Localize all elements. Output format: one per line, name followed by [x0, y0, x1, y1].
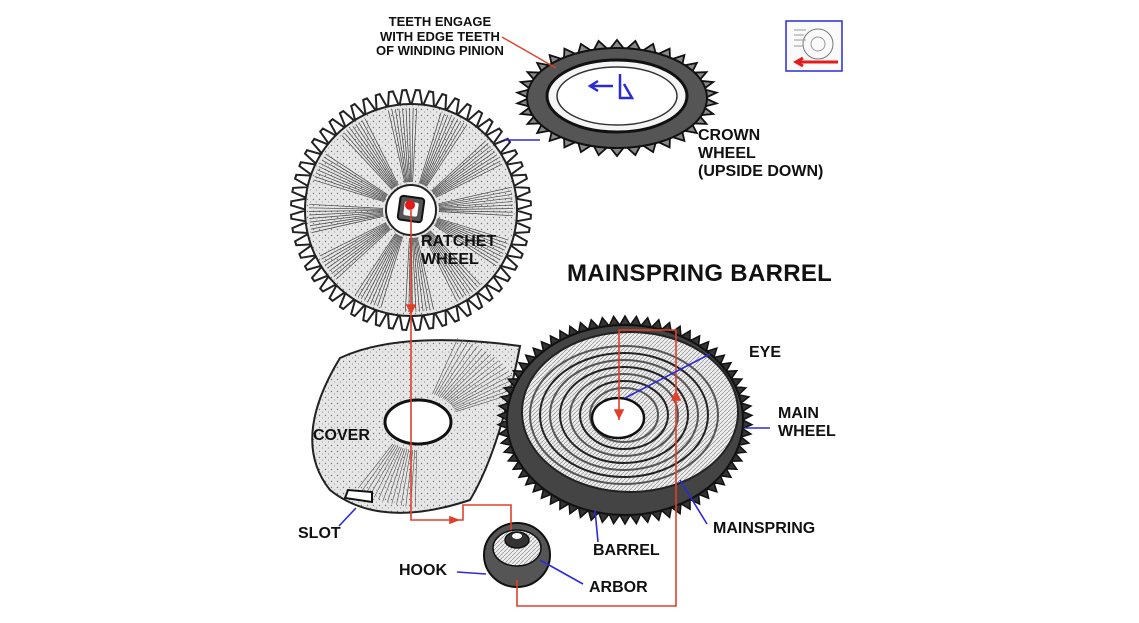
label-arbor: ARBOR	[589, 579, 648, 596]
label-eye: EYE	[749, 344, 782, 361]
red-dot-marker	[405, 200, 415, 210]
barrel-cover	[311, 337, 522, 514]
label-pointer-lines	[338, 139, 770, 585]
mainspring-coils	[529, 345, 719, 485]
cover-hatching	[358, 337, 522, 508]
label-teeth-engage: TEETH ENGAGE WITH EDGE TEETH OF WINDING …	[376, 14, 504, 59]
mechanism-thumbnail-icon	[785, 20, 843, 72]
label-hook: HOOK	[399, 562, 447, 579]
cover-slot	[343, 488, 373, 504]
crown-wheel-line-2: WHEEL	[698, 144, 756, 162]
teeth-engage-line-3: OF WINDING PINION	[376, 43, 504, 59]
assembly-path-lines	[405, 210, 682, 607]
teeth-engage-line-1: TEETH ENGAGE	[388, 14, 492, 29]
crown-wheel-line-1: CROWN	[698, 127, 761, 144]
label-mainspring: MAINSPRING	[713, 520, 816, 537]
arbor	[483, 522, 551, 588]
label-main-wheel: MAIN WHEEL	[778, 405, 836, 441]
label-barrel: BARREL	[593, 542, 660, 559]
label-ratchet-wheel: RATCHET WHEEL	[421, 233, 496, 269]
crown-wheel-line-3: (UPSIDE DOWN)	[698, 162, 824, 180]
main-wheel-line-1: MAIN	[778, 405, 819, 422]
ratchet-wheel-line-2: WHEEL	[421, 250, 479, 268]
cover-center-hole	[383, 398, 453, 446]
main-wheel-line-2: WHEEL	[778, 422, 836, 440]
main-barrel	[496, 314, 754, 526]
teeth-engage-pointer	[501, 36, 557, 69]
ratchet-wheel-line-1: RATCHET	[421, 233, 497, 250]
label-slot: SLOT	[298, 525, 341, 542]
ratchet-wheel-spokes	[308, 107, 514, 313]
blue-rotation-arrow-icon	[587, 74, 635, 100]
label-cover: COVER	[313, 427, 370, 444]
crown-wheel	[514, 38, 720, 158]
barrel-eye	[590, 396, 646, 440]
page-title: MAINSPRING BARREL	[567, 260, 833, 287]
label-crown-wheel: CROWN WHEEL (UPSIDE DOWN)	[698, 127, 823, 181]
teeth-engage-line-2: WITH EDGE TEETH	[379, 28, 500, 44]
